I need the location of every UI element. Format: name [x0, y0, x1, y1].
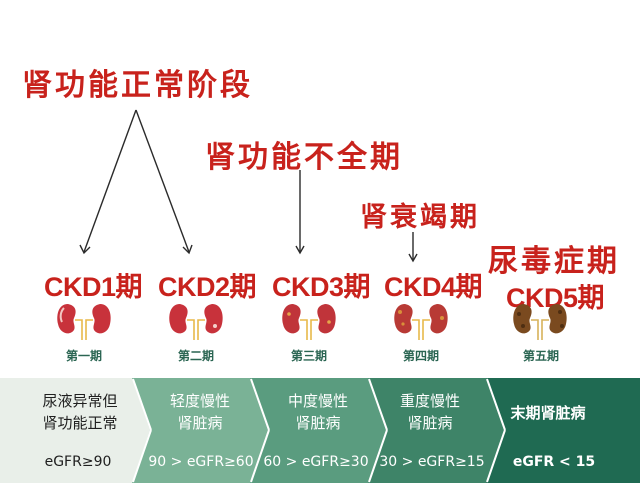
desc-line: 尿液异常但 [42, 392, 118, 410]
band-segment-2 [132, 378, 268, 483]
band-segment-4 [368, 378, 504, 483]
connector-line [135, 109, 190, 253]
phase-label-2: 第二期 [177, 349, 214, 363]
desc-line: 肾脏病 [407, 414, 453, 432]
phase-label-3: 第三期 [290, 349, 327, 363]
header-failure-stage: 肾衰竭期 [360, 202, 480, 233]
stage-description-3: 中度慢性 肾脏病 [258, 390, 378, 434]
band-segment-1 [0, 378, 150, 483]
egfr-range-1: eGFR≥90 [44, 454, 112, 470]
ckd1-label: CKD1期 [44, 272, 143, 302]
ckd4-label: CKD4期 [384, 272, 483, 302]
desc-line: 肾脏病 [177, 414, 223, 432]
arrow-head [182, 244, 193, 255]
band-segment-3 [250, 378, 386, 483]
stage-description-5: 末期肾脏病 [488, 402, 608, 424]
header-insufficiency-stage: 肾功能不全期 [205, 140, 403, 175]
desc-line: 中度慢性 [287, 392, 348, 410]
phase-label-1: 第一期 [65, 349, 102, 363]
desc-line: 肾脏病 [295, 414, 341, 432]
egfr-range-2: 90 > eGFR≥60 [148, 454, 254, 470]
kidney-icon [282, 304, 336, 340]
band-segment-5 [486, 378, 640, 483]
egfr-range-5: eGFR < 15 [512, 454, 596, 470]
ckd2-label: CKD2期 [158, 272, 257, 302]
kidney-icon [169, 304, 223, 340]
arrow-head [408, 253, 418, 263]
kidney-icon [394, 304, 448, 340]
desc-line: 末期肾脏病 [510, 404, 586, 422]
desc-line: 重度慢性 [399, 392, 460, 410]
egfr-range-4: 30 > eGFR≥15 [379, 454, 485, 470]
arrow-head [79, 244, 91, 255]
header-normal-stage: 肾功能正常阶段 [22, 68, 253, 103]
desc-line: 轻度慢性 [169, 392, 230, 410]
kidney-icon [57, 304, 111, 340]
connector-line [83, 109, 137, 253]
phase-label-5: 第五期 [522, 349, 559, 363]
egfr-range-3: 60 > eGFR≥30 [263, 454, 369, 470]
desc-line: 肾功能正常 [42, 414, 118, 432]
stage-description-2: 轻度慢性 肾脏病 [140, 390, 260, 434]
stage-progression-band [0, 378, 640, 483]
kidney-icon [513, 304, 567, 340]
phase-label-4: 第四期 [402, 349, 439, 363]
header-uremia-stage: 尿毒症期 [488, 244, 620, 279]
stage-description-4: 重度慢性 肾脏病 [370, 390, 490, 434]
arrow-head [295, 245, 305, 255]
ckd3-label: CKD3期 [272, 272, 371, 302]
stage-description-1: 尿液异常但 肾功能正常 [20, 390, 140, 434]
